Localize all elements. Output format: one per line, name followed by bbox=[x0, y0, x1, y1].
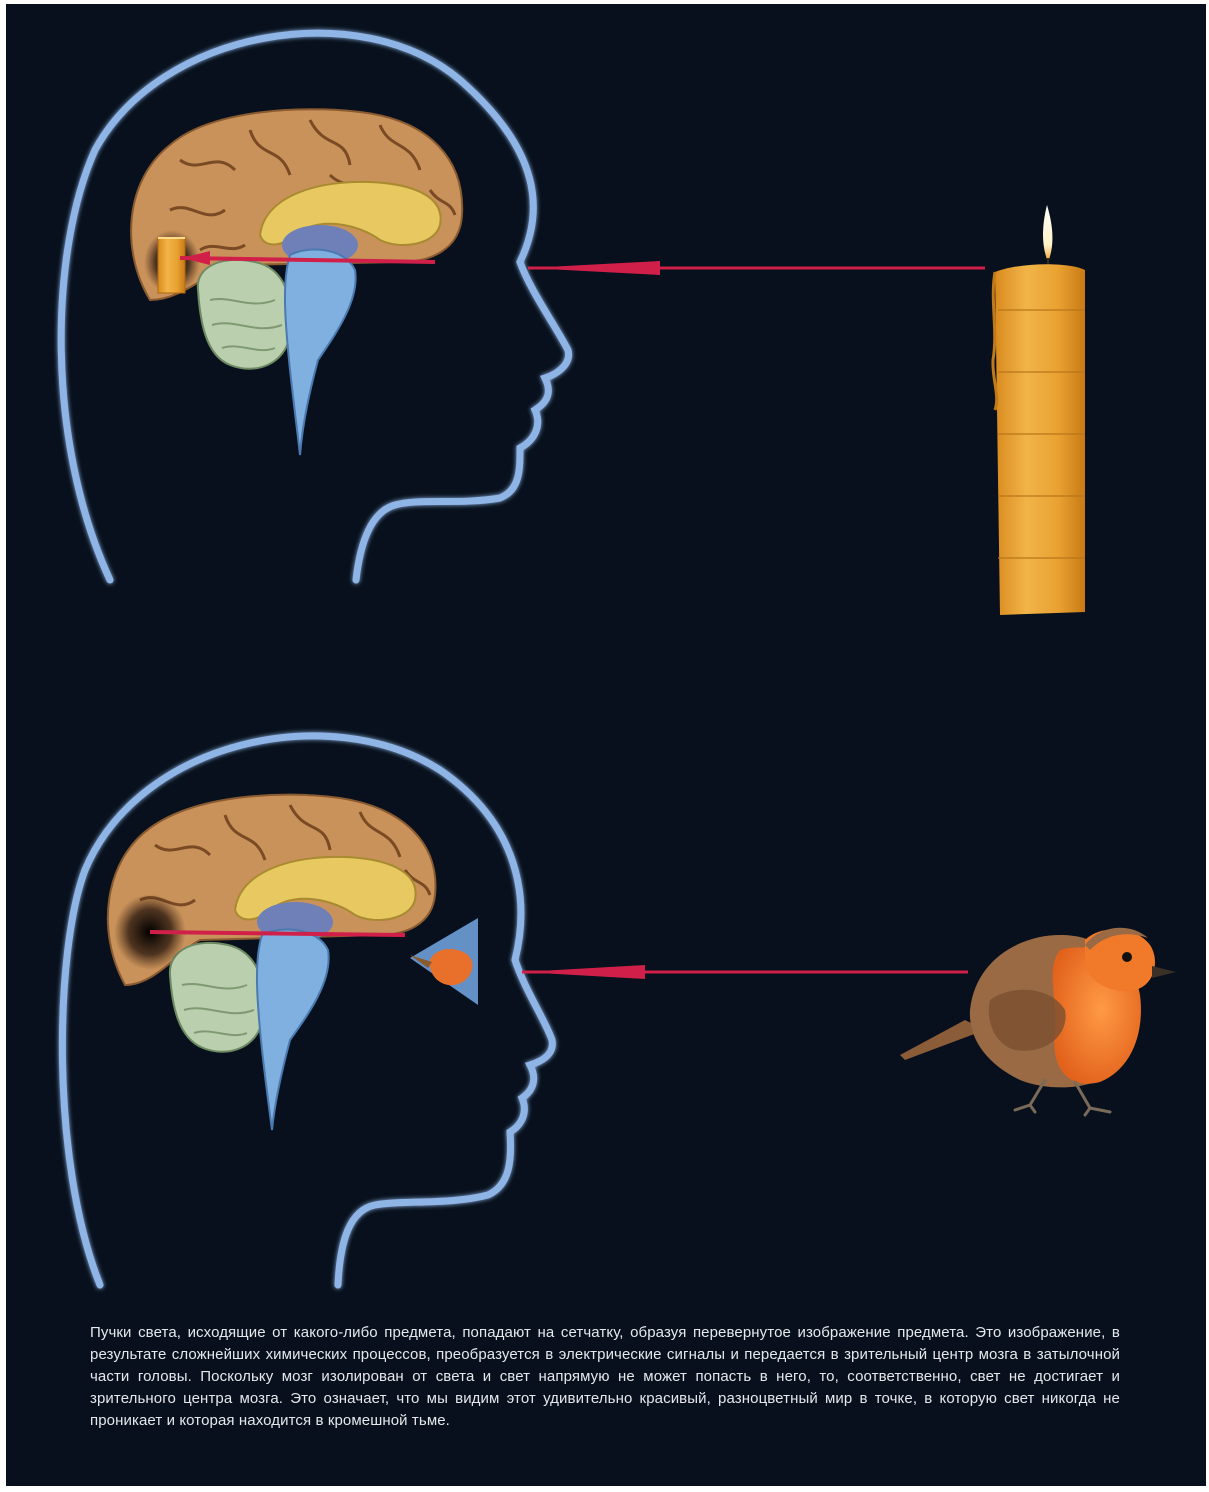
brainstem-bottom bbox=[257, 930, 329, 1130]
candle-flame bbox=[1043, 205, 1052, 262]
cerebellum-top bbox=[198, 260, 291, 369]
candle-body bbox=[995, 264, 1085, 615]
robin-beak bbox=[1152, 966, 1176, 978]
brainstem-top bbox=[285, 250, 356, 455]
robin-eye bbox=[1122, 952, 1132, 962]
retina-image-group bbox=[410, 918, 478, 1005]
brain-bottom bbox=[108, 795, 436, 1130]
top-ray-group bbox=[528, 261, 985, 275]
light-ray-arrow-top bbox=[528, 261, 660, 275]
light-ray-arrow-bottom bbox=[522, 965, 645, 979]
bottom-head-group bbox=[62, 736, 552, 1285]
robin-bird-icon bbox=[900, 928, 1176, 1115]
cerebellum-bottom bbox=[170, 943, 264, 1052]
bottom-ray-group bbox=[522, 965, 968, 979]
caption-text: Пучки света, исходящие от какого-либо пр… bbox=[90, 1322, 1120, 1432]
candle-icon bbox=[993, 205, 1085, 615]
top-head-group bbox=[61, 33, 568, 580]
inverted-candle-image-top bbox=[158, 238, 185, 293]
brain-top bbox=[131, 109, 462, 455]
